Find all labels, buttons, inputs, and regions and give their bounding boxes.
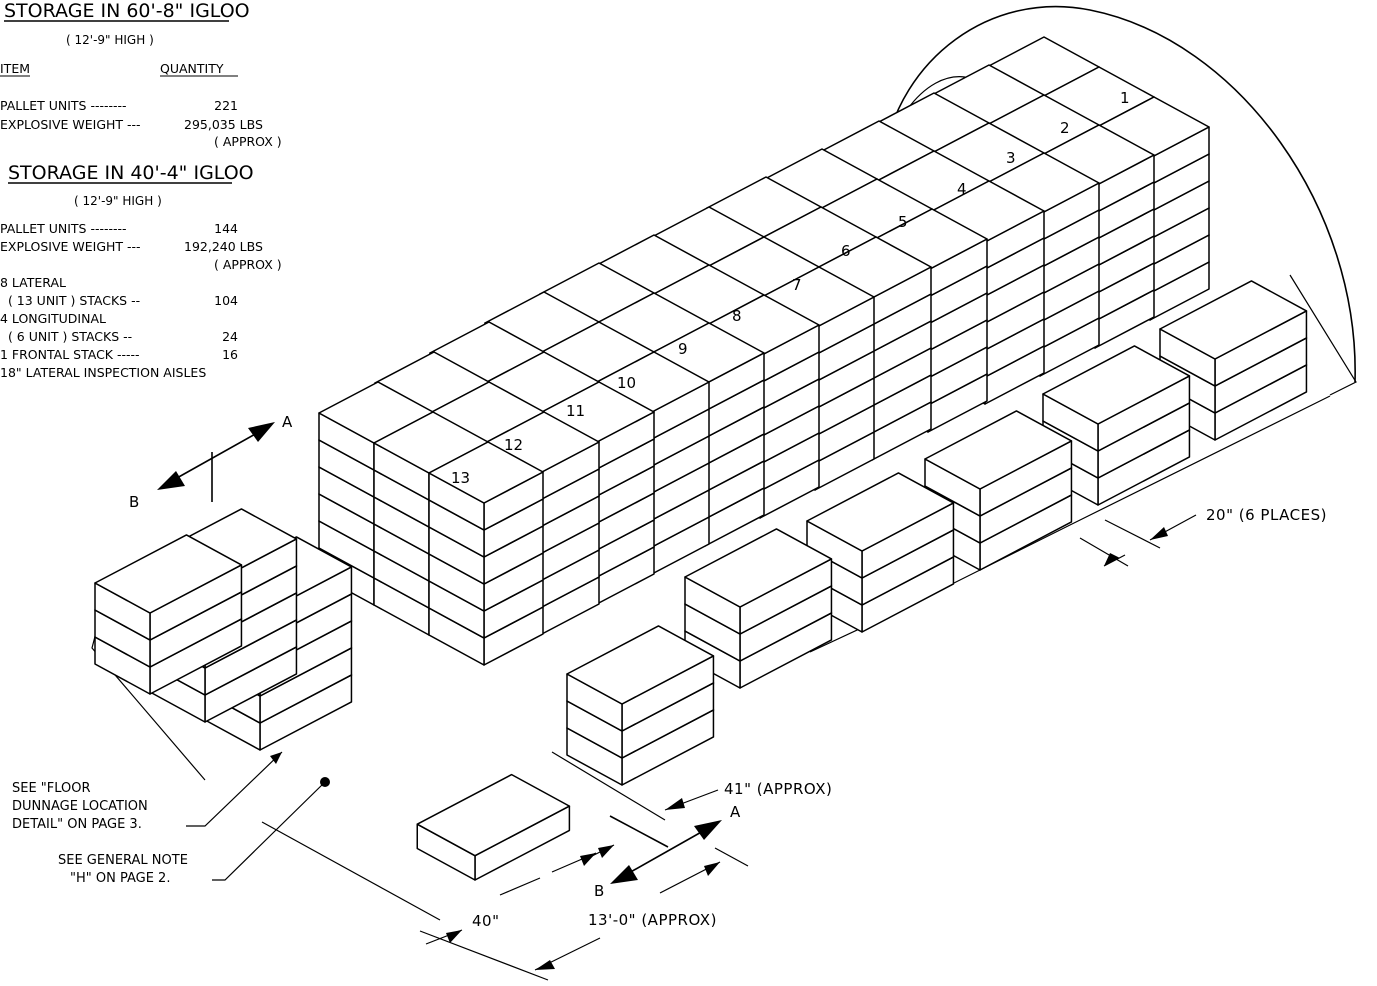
right-stack-1-layer-3-top [1159,280,1308,360]
stack-number-11: 11 [566,402,585,420]
dunnage-leader [186,751,283,827]
column-header-item: ITEM [0,61,30,76]
row-value: 221 [214,98,238,113]
right-stack-4-layer-3-top [806,472,955,552]
stack-number-4: 4 [957,180,967,198]
leader-dot [320,777,330,787]
approx-note: ( APPROX ) [214,134,282,149]
right-stack-6-layer-3-top [566,625,715,705]
frontal-stack-3-layer-3-top [94,534,243,614]
dim-spacing: 20" (6 PLACES) [1206,506,1327,524]
general-note-line: "H" ON PAGE 2. [70,871,170,886]
right-stack-3-layer-3-top [924,410,1073,490]
arrow-head-a [248,422,275,442]
stack-number-labels: 1 2 3 4 5 6 7 8 9 10 11 12 13 [451,89,1130,487]
stack-number-7: 7 [792,276,802,294]
section-mark-top: A B [129,413,293,511]
storage-table-60ft: STORAGE IN 60'-8" IGLOO ( 12'-9" HIGH ) … [0,0,282,149]
row-13-col-1-layer-6-top [428,441,544,504]
arrow-head-b [610,865,638,884]
igloo-floor-front [261,821,441,921]
section-label-b: B [594,882,604,900]
arrow-head-a [694,820,722,840]
section-label-a: A [730,803,741,821]
igloo-floor-back [1289,274,1357,396]
row-label: PALLET UNITS -------- [0,98,127,113]
note-line: 1 FRONTAL STACK ----- [0,347,140,362]
row-label: PALLET UNITS -------- [0,221,127,236]
general-note-line: SEE GENERAL NOTE [58,853,188,868]
igloo-floor-aisle-line [551,751,666,821]
note-value: 104 [214,293,238,308]
dunnage-callout-line: DUNNAGE LOCATION [12,799,148,814]
note-value: 24 [222,329,238,344]
pallet-stacks [94,36,1308,881]
row-label: EXPLOSIVE WEIGHT --- [0,239,141,254]
dim-length: 13'-0" (APPROX) [588,911,717,929]
height-note: ( 12'-9" HIGH ) [66,33,154,47]
note-line: 18" LATERAL INSPECTION AISLES [0,365,206,380]
stack-number-6: 6 [841,242,851,260]
stack-number-12: 12 [504,436,523,454]
stack-number-1: 1 [1120,89,1130,107]
dim-pallet: 40" [472,912,500,930]
section-mark-bottom: A B [594,803,741,900]
row-value: 192,240 LBS [184,239,263,254]
right-stack-2-layer-3-top [1042,345,1191,425]
dunnage-callout-line: DETAIL" ON PAGE 3. [12,817,142,832]
table-title: STORAGE IN 40'-4" IGLOO [8,162,254,184]
table-title: STORAGE IN 60'-8" IGLOO [4,0,250,22]
storage-table-40ft: STORAGE IN 40'-4" IGLOO ( 12'-9" HIGH ) … [0,162,282,380]
arrow-head-b [157,471,185,490]
front-pallet-a-top [416,773,571,857]
dimension-annotations: 20" (6 PLACES) 41" (APPROX) 40" 13'-0" (… [419,506,1327,981]
note-callouts: SEE "FLOOR DUNNAGE LOCATION DETAIL" ON P… [12,751,330,886]
note-line: ( 6 UNIT ) STACKS -- [0,329,132,344]
dim-aisle: 41" (APPROX) [724,780,832,798]
igloo-arch-rear [883,5,1356,383]
right-stack-5-layer-3-top [684,528,833,608]
stack-number-3: 3 [1006,149,1016,167]
note-line: 4 LONGITUDINAL [0,311,106,326]
stack-number-2: 2 [1060,119,1070,137]
row-value: 144 [214,221,238,236]
approx-note: ( APPROX ) [214,257,282,272]
section-label-b: B [129,493,139,511]
note-value: 16 [222,347,238,362]
note-line: ( 13 UNIT ) STACKS -- [0,293,140,308]
column-header-quantity: QUANTITY [160,61,224,76]
section-label-a: A [282,413,293,431]
stack-number-10: 10 [617,374,636,392]
dunnage-callout-line: SEE "FLOOR [12,781,91,796]
row-value: 295,035 LBS [184,117,263,132]
stack-number-5: 5 [898,213,908,231]
stack-number-13: 13 [451,469,470,487]
general-note-leader [212,781,326,881]
stack-number-9: 9 [678,340,688,358]
stack-number-8: 8 [732,307,742,325]
note-line: 8 LATERAL [0,275,66,290]
row-label: EXPLOSIVE WEIGHT --- [0,117,141,132]
height-note: ( 12'-9" HIGH ) [74,194,162,208]
